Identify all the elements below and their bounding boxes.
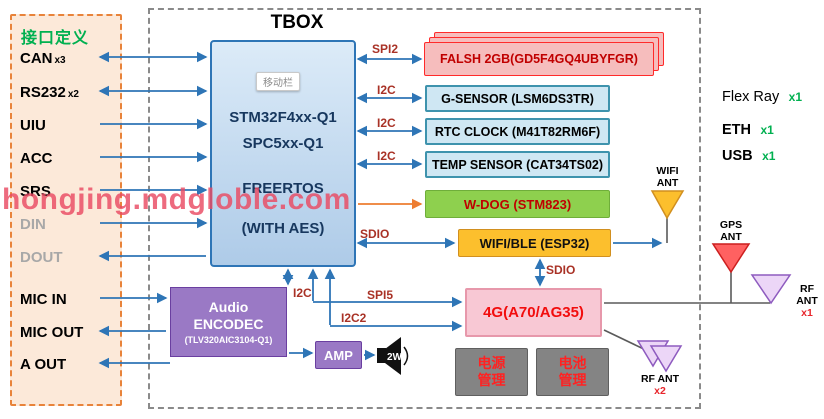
gps-ant-icon	[711, 243, 751, 274]
rf2-ant-count: x2	[654, 385, 666, 397]
rf2-ant-label: RF ANT x2	[637, 373, 683, 397]
interface-count: x3	[54, 55, 66, 66]
interface-label: MIC OUT	[20, 324, 84, 341]
bus-i2c-temp: I2C	[377, 149, 396, 163]
port-count: x1	[788, 90, 803, 104]
rf1-ant-name: RF ANT	[796, 283, 818, 307]
watchdog-block: W-DOG (STM823)	[425, 190, 610, 218]
mcu-os: FREERTOS	[242, 180, 324, 197]
gps-ant-label-line1: GPS	[719, 219, 743, 231]
interface-label: CAN	[20, 50, 53, 67]
audio-part-number: (TLV320AIC3104-Q1)	[184, 335, 273, 345]
interface-count: x2	[67, 89, 79, 100]
battery-mgmt-block: 电池 管理	[536, 348, 609, 396]
interface-label: DIN	[20, 216, 46, 233]
gps-ant-label: GPS ANT	[711, 219, 751, 243]
port-label: USB	[722, 148, 753, 164]
port-usb: USB x1	[722, 147, 775, 165]
interface-label: A OUT	[20, 356, 67, 373]
port-count: x1	[762, 149, 776, 163]
port-flexray: Flex Ray x1	[722, 88, 802, 106]
interface-row-acc: ACC	[20, 150, 53, 168]
wifi-ant-label-line2: ANT	[656, 177, 679, 189]
bus-sdio-wifi: SDIO	[360, 227, 390, 241]
g-sensor-block: G-SENSOR (LSM6DS3TR)	[425, 85, 610, 112]
gps-ant-label-line2: ANT	[720, 231, 742, 243]
tbox-boundary	[148, 8, 701, 409]
interface-label: UIU	[20, 117, 46, 134]
bus-spi2: SPI2	[372, 42, 399, 56]
bus-spi5: SPI5	[367, 288, 394, 302]
bus-sdio-4g: SDIO	[546, 263, 576, 277]
interface-row-dout: DOUT	[20, 249, 63, 267]
watermark: hongjing.mdgloble.com	[2, 183, 351, 216]
mcu-model-1: STM32F4xx-Q1	[229, 109, 337, 126]
port-eth: ETH x1	[722, 121, 774, 139]
rtc-clock-block: RTC CLOCK (M41T82RM6F)	[425, 118, 610, 145]
rf1-ant-icon	[750, 274, 792, 305]
interface-label: DOUT	[20, 249, 63, 266]
bus-i2c2: I2C2	[341, 311, 367, 325]
audio-line2: ENCODEC	[193, 316, 264, 332]
power-mgmt-block: 电源 管理	[455, 348, 528, 396]
mcu-model-2: SPC5xx-Q1	[242, 135, 324, 152]
bus-i2c-gsensor: I2C	[377, 83, 396, 97]
interface-panel-title: 接口定义	[21, 30, 90, 47]
rf1-ant-label: RF ANT x1	[791, 283, 823, 319]
rf1-ant-count: x1	[801, 307, 813, 319]
interface-label: MIC IN	[20, 291, 67, 308]
audio-line1: Audio	[208, 299, 249, 315]
interface-row-din: DIN	[20, 216, 46, 234]
battery-mgmt-line1: 电池	[558, 355, 587, 371]
mcu-aes: (WITH AES)	[241, 220, 325, 237]
port-count: x1	[760, 123, 774, 137]
4g-modem-block: 4G(A70/AG35)	[465, 288, 602, 337]
wifi-ant-label-line1: WIFI	[656, 165, 679, 177]
interface-row-mic-out: MIC OUT	[20, 324, 83, 342]
interface-row-srs: SRS	[20, 183, 51, 201]
interface-row-a-out: A OUT	[20, 356, 66, 374]
amp-block: AMP	[315, 341, 362, 369]
bus-i2c-audio: I2C	[293, 286, 312, 300]
interface-label: RS232	[20, 84, 66, 101]
audio-codec-block: Audio ENCODEC (TLV320AIC3104-Q1)	[170, 287, 287, 357]
interface-label: ACC	[20, 150, 53, 167]
wifi-ble-block: WIFI/BLE (ESP32)	[458, 229, 611, 257]
port-label: Flex Ray	[722, 89, 780, 105]
bus-i2c-rtc: I2C	[377, 116, 396, 130]
interface-row-uiu: UIU	[20, 117, 46, 135]
battery-mgmt-line2: 管理	[558, 372, 587, 388]
mcu-block: 移动栏 STM32F4xx-Q1 SPC5xx-Q1 FREERTOS (WIT…	[210, 40, 356, 267]
power-mgmt-line2: 管理	[477, 372, 506, 388]
power-mgmt-line1: 电源	[477, 355, 506, 371]
interface-label: SRS	[20, 183, 51, 200]
flash-block: FALSH 2GB(GD5F4GQ4UBYFGR)	[424, 32, 666, 78]
port-label: ETH	[722, 122, 751, 138]
temp-sensor-block: TEMP SENSOR (CAT34TS02)	[425, 151, 610, 178]
wifi-ant-label: WIFI ANT	[645, 165, 690, 189]
floating-tag: 移动栏	[256, 72, 300, 91]
diagram-title: TBOX	[270, 12, 324, 33]
flash-label: FALSH 2GB(GD5F4GQ4UBYFGR)	[424, 42, 654, 76]
interface-row-mic-in: MIC IN	[20, 291, 67, 309]
rf2-ant-name: RF ANT	[640, 373, 680, 385]
